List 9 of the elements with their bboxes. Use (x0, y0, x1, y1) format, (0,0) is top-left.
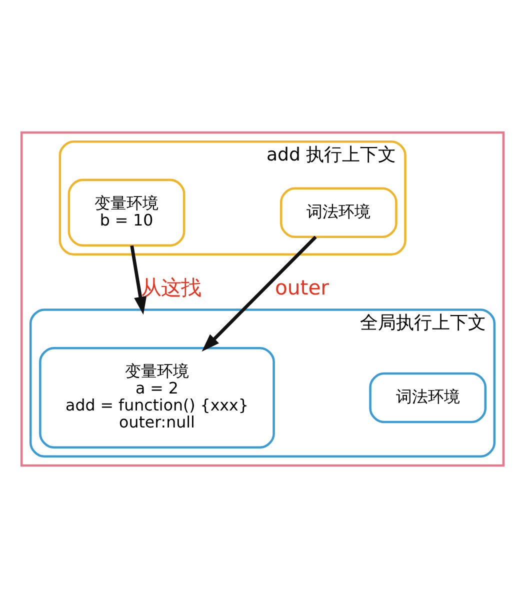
node-box: 词法环境 (280, 187, 398, 238)
edge-label: 从这找 (141, 275, 202, 300)
cluster (20, 131, 505, 467)
node-box: 变量环境 b = 10 (68, 178, 186, 247)
node-box: 词法环境 (369, 372, 487, 424)
edge-label: outer (274, 275, 330, 300)
arrow (130, 245, 147, 315)
node-box: 变量环境 a = 2 add = function() {xxx} outer:null (39, 346, 275, 449)
arrow (202, 236, 317, 352)
